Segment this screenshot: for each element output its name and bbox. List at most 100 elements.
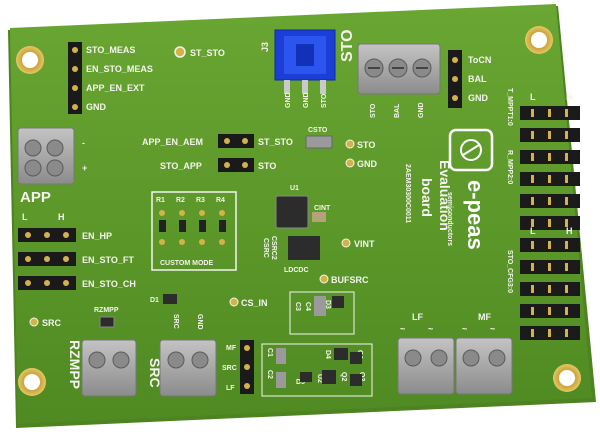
mounting-holes xyxy=(16,26,581,396)
app-minus: - xyxy=(82,138,85,148)
cint-capacitor xyxy=(312,212,326,222)
bufsrc-label: BUFSRC xyxy=(331,275,369,285)
custom-mode-frame xyxy=(151,191,237,271)
u2-chip xyxy=(322,370,336,384)
csrc-label: CSRC xyxy=(262,238,269,258)
d1-label: D1 xyxy=(150,297,159,304)
header-sto: STO xyxy=(258,161,276,171)
cs-in-testpoint[interactable] xyxy=(229,297,239,307)
top-left-header[interactable] xyxy=(68,42,82,114)
header-sto-app: STO_APP xyxy=(160,161,202,171)
top-right-header[interactable] xyxy=(448,50,462,108)
header-label-sto-meas: STO_MEAS xyxy=(86,45,135,55)
gnd-testpoint[interactable] xyxy=(345,158,355,168)
mf-tilde-2: ~ xyxy=(490,324,495,334)
q1-transistor xyxy=(350,352,362,364)
lf-terminal-block[interactable] xyxy=(397,337,455,395)
u1-label: U1 xyxy=(290,185,299,192)
csto-capacitor xyxy=(305,135,333,149)
left-jumper-l: L xyxy=(22,212,28,222)
c3-label: C3 xyxy=(294,302,301,311)
src-testpoint[interactable] xyxy=(29,317,39,327)
d5-label: D5 xyxy=(296,379,305,386)
jumper-label-en-sto-ft: EN_STO_FT xyxy=(82,255,134,265)
app-plus: + xyxy=(82,163,87,173)
resistor-r3-label: R3 xyxy=(196,197,205,204)
c4-label: C4 xyxy=(304,302,311,311)
q3-transistor xyxy=(350,374,362,386)
rzmpp-connector-label: RZMPP xyxy=(67,340,83,389)
st-sto-testpoint[interactable] xyxy=(174,46,186,58)
left-jumper-bank[interactable] xyxy=(18,228,76,290)
sto-pin-bal: BAL xyxy=(394,103,401,118)
brand-tagline: semiconductors xyxy=(446,192,453,246)
d3-diode xyxy=(332,296,344,308)
sto-pin-gnd: GND xyxy=(418,102,425,118)
rzmpp-resistor xyxy=(99,316,115,328)
mf-label: MF xyxy=(478,312,491,322)
j3-label: J3 xyxy=(260,42,270,52)
header-label-bal: BAL xyxy=(468,74,487,84)
j3-pin-gnd-2: GND xyxy=(303,92,310,108)
rzmpp-label: RZMPP xyxy=(94,307,119,314)
header-label-gnd-right: GND xyxy=(468,93,489,103)
lower-power-frame xyxy=(261,343,373,397)
right-jumper-bank[interactable] xyxy=(520,106,580,340)
board-title-1: Evaluation xyxy=(437,160,453,231)
header-st-sto: ST_STO xyxy=(258,137,293,147)
st-sto-label: ST_STO xyxy=(190,48,225,58)
resistor-r1-label: R1 xyxy=(156,197,165,204)
app-label: APP xyxy=(20,189,51,206)
c1-capacitor xyxy=(276,348,286,364)
logo-panel xyxy=(448,128,494,172)
cint-label: CINT xyxy=(314,205,331,212)
d5-diode xyxy=(300,372,312,382)
gnd-testpoint-label: GND xyxy=(357,159,378,169)
potentiometer-j3[interactable] xyxy=(274,29,336,94)
ldcdc-inductor xyxy=(288,236,320,260)
sto-testpoint-label: STO xyxy=(357,140,375,150)
u2-label: U2 xyxy=(316,374,323,383)
custom-mode-resistors xyxy=(159,210,226,245)
jumper-lf-label: LF xyxy=(226,385,235,392)
u1-chip xyxy=(275,195,309,229)
d4-diode xyxy=(334,348,348,360)
right-group-sto-cfg: STO_CFG3:0 xyxy=(506,250,513,293)
right-group-t-mppt: T_MPPT1:0 xyxy=(506,88,513,126)
header-label-gnd: GND xyxy=(86,102,107,112)
src-pin-src: SRC xyxy=(172,314,179,329)
jumper-mf-label: MF xyxy=(226,345,237,352)
part-number: 2AEM30300C0011 xyxy=(404,164,411,223)
sto-terminal-block[interactable] xyxy=(357,43,441,95)
mf-src-lf-header[interactable] xyxy=(240,340,254,394)
bufsrc-testpoint[interactable] xyxy=(319,274,329,284)
custom-mode-label: CUSTOM MODE xyxy=(160,260,213,267)
c4-capacitor xyxy=(314,296,326,316)
app-terminal-block[interactable] xyxy=(17,127,75,185)
right-header-h: H xyxy=(566,92,573,102)
lf-label: LF xyxy=(412,312,423,322)
c1-label: C1 xyxy=(266,348,273,357)
csrc2-label: CSRC2 xyxy=(270,236,277,260)
board-title-2: board xyxy=(419,178,435,217)
vint-label: VINT xyxy=(354,239,375,249)
d1-diode xyxy=(163,294,177,304)
c2-label: C2 xyxy=(266,370,273,379)
j3-pin-gnd-1: GND xyxy=(285,92,292,108)
mf-terminal-block[interactable] xyxy=(455,337,513,395)
jumper-label-en-hp: EN_HP xyxy=(82,231,112,241)
mid-headers[interactable] xyxy=(218,134,254,172)
right-header-h-2: H xyxy=(566,226,573,236)
d3-label: D3 xyxy=(324,300,331,309)
q2-label: Q2 xyxy=(340,372,347,381)
vint-testpoint[interactable] xyxy=(341,238,351,248)
brand-logo: e-peas xyxy=(463,180,488,250)
d4-label: D4 xyxy=(324,350,331,359)
src-terminal-block[interactable] xyxy=(159,339,217,397)
sto-pin-sto: STO xyxy=(370,103,377,118)
rzmpp-terminal-block[interactable] xyxy=(81,339,137,397)
mf-tilde-1: ~ xyxy=(462,324,467,334)
sto-testpoint[interactable] xyxy=(345,139,355,149)
right-group-r-mpp: R_MPP2:0 xyxy=(506,150,513,184)
sto-connector-label: STO xyxy=(339,29,356,62)
